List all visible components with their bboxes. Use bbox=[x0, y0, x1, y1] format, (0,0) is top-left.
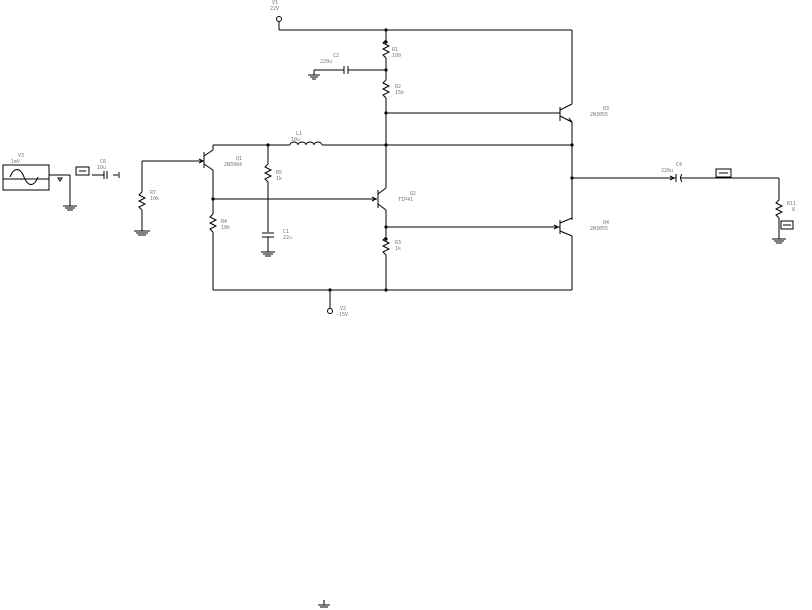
r1-value: 100 bbox=[392, 53, 401, 59]
resistor-r1: R1 100 bbox=[381, 28, 401, 70]
vcc-terminal: V1 22V bbox=[270, 0, 282, 22]
q2-ref: Q2 bbox=[410, 191, 416, 197]
output-probe bbox=[715, 168, 780, 200]
transistor-q4: Q4 2N3055 bbox=[386, 217, 609, 237]
l1-ref: L1 bbox=[296, 131, 302, 137]
r1-ref: R1 bbox=[392, 47, 398, 53]
q2-value: TIP41 bbox=[398, 197, 413, 203]
r5-value: 1k bbox=[276, 176, 282, 182]
r11-ref: R11 bbox=[787, 201, 796, 207]
q4-ref: Q4 bbox=[603, 220, 609, 226]
r4-value: 10k bbox=[221, 225, 230, 231]
c6-ref: C6 bbox=[100, 159, 106, 165]
r11-value: 8 bbox=[792, 207, 795, 213]
bottom-rail bbox=[213, 236, 573, 291]
ground-symbol bbox=[318, 600, 330, 608]
resistor-r11: R11 8 bbox=[772, 199, 796, 244]
l1-value: 10u bbox=[291, 137, 300, 143]
r4-ref: R4 bbox=[221, 219, 227, 225]
input-bias-network: R7 10k bbox=[134, 160, 203, 236]
resistor-r4: R4 10k bbox=[208, 213, 230, 290]
input-source-v3: V3 1mV bbox=[2, 153, 77, 211]
r2-value: 15k bbox=[395, 90, 404, 96]
v3-ref: V3 bbox=[18, 153, 24, 159]
vee-value: -15V bbox=[336, 312, 348, 318]
vcc-ref: V1 bbox=[272, 0, 278, 6]
r3-ref: R3 bbox=[395, 240, 401, 246]
v3-value: 1mV bbox=[11, 159, 20, 165]
c1-value: 22u bbox=[283, 235, 292, 241]
r7-value: 10k bbox=[150, 196, 159, 202]
r3-value: 1k bbox=[395, 246, 401, 252]
c1-ref: C1 bbox=[283, 229, 289, 235]
capacitor-c1: C1 22u bbox=[261, 229, 292, 257]
transistor-q3: Q3 2N3055 bbox=[386, 103, 609, 220]
output-path bbox=[570, 176, 676, 180]
resistor-r5: R5 1k bbox=[263, 145, 282, 232]
vee-ref: V2 bbox=[340, 306, 346, 312]
r2-ref: R2 bbox=[395, 84, 401, 90]
resistor-r2: R2 15k bbox=[381, 68, 404, 188]
q3-value: 2N3055 bbox=[590, 112, 608, 118]
capacitor-c2: C2 220u bbox=[308, 53, 386, 80]
r7-ref: R7 bbox=[150, 190, 156, 196]
c2-ref: C2 bbox=[333, 53, 339, 59]
transistor-q1: Q1 2N3904 bbox=[198, 145, 242, 214]
c2-value: 220u bbox=[320, 59, 332, 65]
vcc-value: 22V bbox=[270, 6, 279, 12]
vee-terminal: V2 -15V bbox=[327, 288, 348, 318]
c4-value: 220u bbox=[661, 168, 673, 174]
c6-value: 10u bbox=[97, 165, 106, 171]
q1-ref: Q1 bbox=[236, 156, 242, 162]
input-probe bbox=[75, 166, 104, 176]
capacitor-c4: C4 220u bbox=[661, 162, 715, 183]
transistor-q2: Q2 TIP41 bbox=[213, 187, 416, 237]
q4-value: 2N3055 bbox=[590, 226, 608, 232]
q3-ref: Q3 bbox=[603, 106, 609, 112]
resistor-r3: R3 1k bbox=[381, 236, 401, 292]
q1-value: 2N3904 bbox=[224, 162, 242, 168]
top-supply-rail bbox=[278, 22, 573, 104]
feedback-line: L1 10u bbox=[213, 131, 574, 147]
c4-ref: C4 bbox=[676, 162, 682, 168]
r5-ref: R5 bbox=[276, 170, 282, 176]
capacitor-c6: C6 10u bbox=[97, 159, 120, 179]
